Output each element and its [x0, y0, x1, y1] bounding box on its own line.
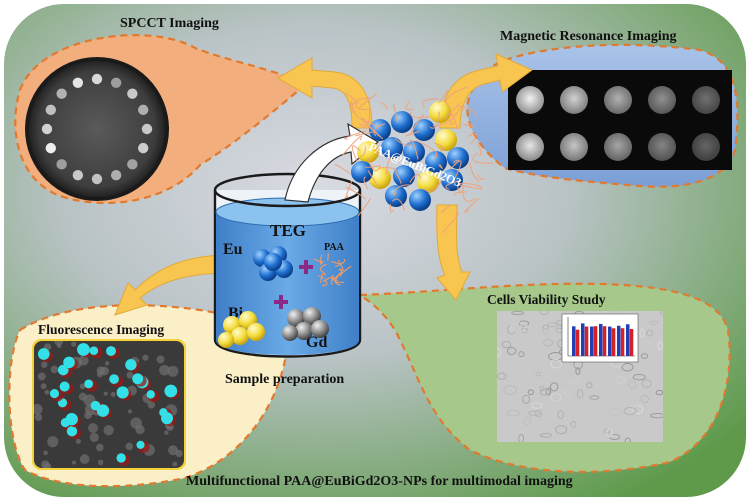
spcct-label: SPCCT Imaging	[120, 16, 219, 31]
cells-panel: Cells Viability Study	[356, 282, 731, 473]
synthesis-arrow-icon	[284, 122, 380, 203]
plus-icon-2	[274, 295, 288, 309]
arrow-to-cells-icon	[436, 204, 471, 301]
cells-label: Cells Viability Study	[487, 292, 606, 307]
mri-phantom-discs	[516, 86, 720, 161]
bi-sphere-cluster-icon	[218, 311, 265, 348]
plus-icon	[299, 260, 313, 274]
ct-phantom-dots	[41, 73, 153, 185]
arrow-to-fluorescence-icon	[114, 254, 231, 316]
paa-polymer-fiber-icon	[313, 253, 352, 287]
arrow-to-mri-icon	[439, 53, 533, 129]
spcct-panel: SPCCT Imaging	[14, 16, 307, 205]
beaker-paa-label: PAA	[324, 242, 345, 253]
caption-label: Multifunctional PAA@EuBiGd2O3-NPs for mu…	[186, 474, 573, 489]
beaker-eu-label: Eu	[223, 241, 243, 258]
sample-preparation-label: Sample preparation	[225, 372, 344, 387]
eu-sphere-cluster-icon	[253, 246, 293, 281]
fluorescent-cells	[34, 341, 183, 468]
viability-bar-chart-inset	[561, 313, 639, 363]
beaker-solvent-label: TEG	[270, 221, 306, 240]
beaker: TEG Eu Bi Gd PAA	[213, 172, 362, 358]
process-arrows	[114, 53, 533, 316]
gd-sphere-cluster-icon	[282, 307, 329, 341]
beaker-gd-label: Gd	[306, 334, 327, 351]
mri-label: Magnetic Resonance Imaging	[500, 29, 677, 44]
fluorescence-label: Fluorescence Imaging	[38, 322, 164, 337]
mri-panel: Magnetic Resonance Imaging	[466, 29, 739, 188]
arrow-to-spcct-icon	[277, 57, 373, 129]
fluorescence-panel: Fluorescence Imaging	[8, 304, 287, 488]
